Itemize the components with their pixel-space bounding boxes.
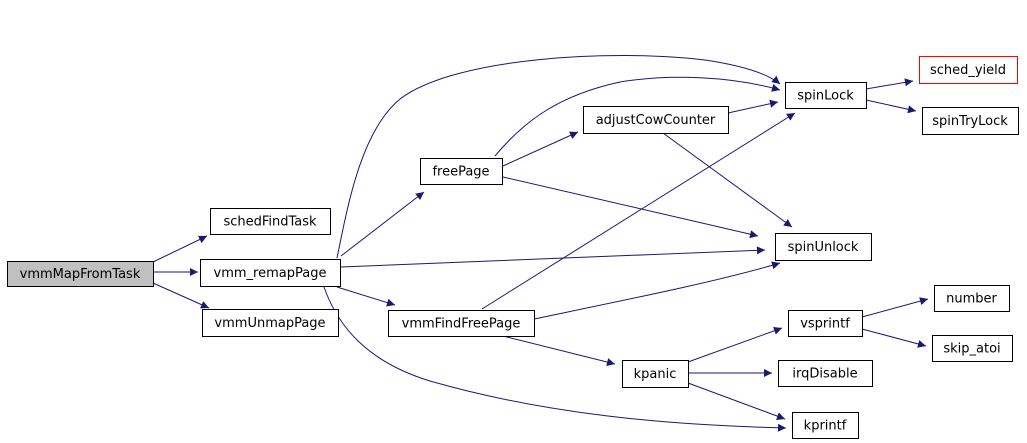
edges-layer	[152, 55, 929, 432]
node-kpanic[interactable]: kpanic	[622, 360, 689, 388]
number-label: number	[946, 292, 997, 307]
edge-vmmFindFreePage-to-spinUnlock	[533, 261, 781, 320]
sched_yield-box	[919, 56, 1018, 84]
node-irqDisable[interactable]: irqDisable	[778, 360, 873, 387]
edge-freePage-to-adjustCowCounter	[502, 131, 579, 167]
spinLock-box	[785, 82, 867, 109]
edge-vsprintf-to-skip_atoi	[861, 328, 927, 348]
kprintf-box	[792, 412, 859, 439]
vmmFindFreePage-box	[388, 310, 535, 337]
vmm_remapPage-box	[200, 259, 341, 287]
edge-vmm_remapPage-to-vmmFindFreePage	[336, 286, 396, 307]
edge-freePage-to-spinUnlock	[502, 176, 759, 239]
edge-vmm_remapPage-to-spinUnlock	[340, 246, 766, 268]
edge-vmmMapFromTask-to-vmmUnmapPage	[152, 282, 210, 309]
edge-spinLock-to-sched_yield	[865, 78, 914, 90]
node-vmmFindFreePage[interactable]: vmmFindFreePage	[388, 310, 535, 337]
edge-spinLock-to-spinTryLock	[865, 99, 917, 114]
kpanic-label: kpanic	[634, 367, 677, 382]
vmmMapFromTask-box	[7, 261, 154, 287]
node-sched_yield[interactable]: sched_yield	[919, 56, 1018, 84]
node-kprintf[interactable]: kprintf	[792, 412, 859, 439]
node-vmmUnmapPage[interactable]: vmmUnmapPage	[202, 309, 339, 337]
vmmFindFreePage-label: vmmFindFreePage	[402, 317, 521, 332]
edge-vmmFindFreePage-to-spinLock	[481, 112, 796, 310]
adjustCowCounter-label: adjustCowCounter	[596, 113, 716, 128]
spinLock-label: spinLock	[797, 89, 854, 104]
edge-vsprintf-to-number	[861, 297, 929, 318]
node-spinTryLock[interactable]: spinTryLock	[922, 107, 1019, 135]
vmmMapFromTask-label: vmmMapFromTask	[20, 267, 141, 282]
edge-vmm_remapPage-to-freePage	[340, 191, 425, 257]
edge-kpanic-to-kprintf	[687, 382, 786, 420]
spinUnlock-label: spinUnlock	[788, 240, 859, 255]
edge-vmm_remapPage-to-spinLock	[336, 55, 781, 259]
spinTryLock-label: spinTryLock	[932, 114, 1008, 129]
edge-adjustCowCounter-to-spinUnlock	[662, 132, 793, 228]
node-spinUnlock[interactable]: spinUnlock	[775, 233, 872, 261]
edge-vmm_remapPage-to-kprintf	[323, 286, 787, 432]
vsprintf-label: vsprintf	[800, 317, 850, 332]
kpanic-box	[622, 360, 689, 388]
node-vsprintf[interactable]: vsprintf	[788, 310, 863, 337]
node-number[interactable]: number	[934, 285, 1010, 312]
spinUnlock-box	[775, 233, 872, 261]
node-adjustCowCounter[interactable]: adjustCowCounter	[583, 106, 729, 134]
vmm_remapPage-label: vmm_remapPage	[214, 266, 327, 281]
edge-vmmFindFreePage-to-kpanic	[502, 335, 616, 366]
spinTryLock-box	[922, 107, 1019, 135]
nodes-layer: vmmMapFromTask schedFindTask vmm_remapPage…	[7, 56, 1019, 439]
skip_atoi-label: skip_atoi	[943, 342, 1000, 357]
edge-freePage-to-spinLock	[494, 76, 781, 157]
node-skip_atoi[interactable]: skip_atoi	[932, 335, 1013, 362]
node-spinLock[interactable]: spinLock	[785, 82, 867, 109]
irqDisable-box	[778, 360, 873, 387]
kprintf-label: kprintf	[804, 419, 847, 434]
node-vmm_remapPage[interactable]: vmm_remapPage	[200, 259, 341, 287]
node-schedFindTask[interactable]: schedFindTask	[210, 208, 331, 235]
vmmUnmapPage-box	[202, 309, 339, 337]
schedFindTask-box	[210, 208, 331, 235]
edge-adjustCowCounter-to-spinLock	[727, 99, 779, 114]
skip_atoi-box	[932, 335, 1013, 362]
irqDisable-label: irqDisable	[792, 367, 857, 382]
vsprintf-box	[788, 310, 863, 337]
edge-vmmMapFromTask-to-schedFindTask	[152, 235, 208, 263]
freePage-label: freePage	[432, 165, 489, 180]
schedFindTask-label: schedFindTask	[223, 215, 317, 230]
node-freePage[interactable]: freePage	[420, 158, 503, 185]
number-box	[934, 285, 1010, 312]
node-vmmMapFromTask[interactable]: vmmMapFromTask	[7, 261, 154, 287]
edge-kpanic-to-vsprintf	[687, 326, 783, 363]
freePage-box	[420, 158, 503, 185]
vmmUnmapPage-label: vmmUnmapPage	[214, 316, 325, 331]
sched_yield-label: sched_yield	[930, 63, 1006, 78]
adjustCowCounter-box	[583, 106, 729, 134]
